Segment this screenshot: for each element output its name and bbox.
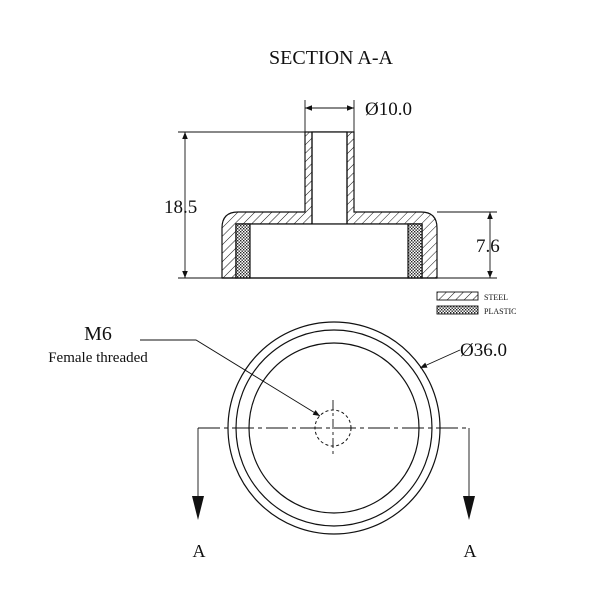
stud-bore bbox=[311, 131, 348, 225]
section-mark-right: A bbox=[464, 541, 477, 561]
section-view bbox=[178, 100, 497, 279]
steel-legend-label: STEEL bbox=[484, 293, 508, 302]
plastic-insert-left bbox=[235, 223, 251, 279]
outer-diameter-label: Ø36.0 bbox=[460, 340, 507, 361]
thread-size-label: M6 bbox=[84, 323, 112, 345]
total-height-label: 18.5 bbox=[164, 197, 197, 218]
plastic-legend-label: PLASTIC bbox=[484, 307, 516, 316]
plastic-swatch bbox=[436, 305, 479, 315]
section-arrow-left bbox=[192, 496, 204, 520]
cup-cavity bbox=[235, 223, 423, 279]
stud-diameter-label: Ø10.0 bbox=[365, 99, 412, 120]
thread-description-label: Female threaded bbox=[48, 350, 148, 366]
section-arrow-right bbox=[463, 496, 475, 520]
outer-diameter-leader bbox=[419, 349, 461, 369]
plastic-insert-right bbox=[407, 223, 423, 279]
top-view bbox=[140, 321, 475, 535]
steel-swatch bbox=[436, 291, 479, 301]
section-title: SECTION A-A bbox=[269, 47, 393, 69]
base-height-label: 7.6 bbox=[476, 236, 500, 257]
thread-leader-line bbox=[140, 339, 321, 417]
material-legend: STEEL PLASTIC bbox=[436, 291, 516, 316]
section-mark-left: A bbox=[193, 541, 206, 561]
